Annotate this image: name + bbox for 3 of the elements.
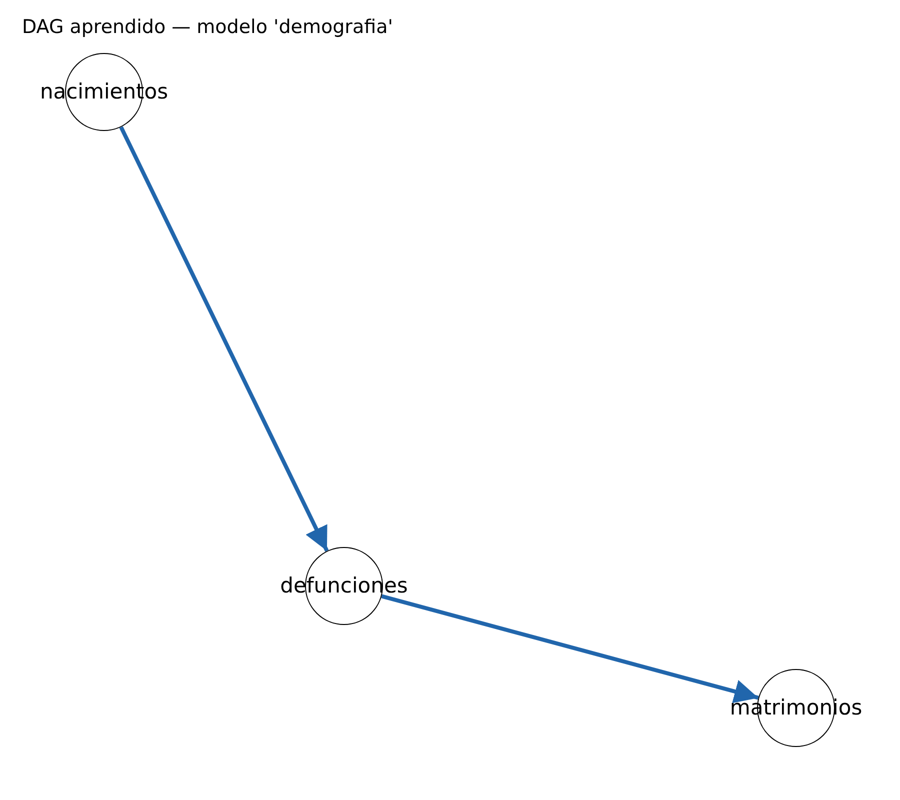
diagram-title: DAG aprendido — modelo 'demografia' bbox=[22, 16, 393, 38]
arrow bbox=[119, 126, 329, 552]
arrow bbox=[381, 594, 759, 704]
